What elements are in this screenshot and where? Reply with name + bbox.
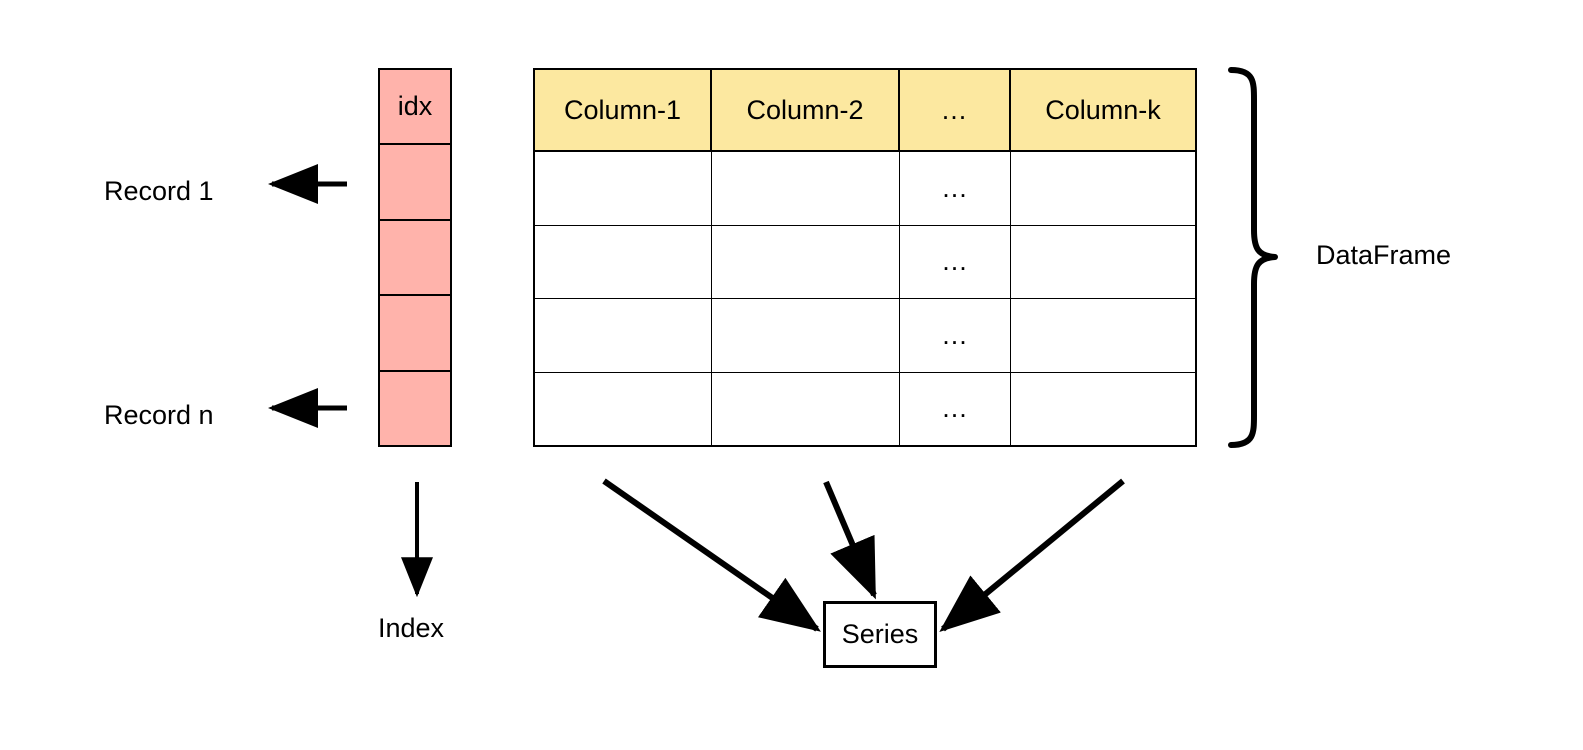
index-cell [380,145,450,221]
table-cell [1011,152,1195,225]
table-row: ... [535,372,1195,446]
table-cell [1011,226,1195,299]
table-cell-ellipsis: ... [900,225,1011,298]
index-cell [380,220,450,297]
index-cell [380,296,450,372]
table-row: ... [535,225,1195,299]
series-arrow-left [602,478,821,632]
table-cell-ellipsis: ... [900,152,1011,225]
table-cell [1011,299,1195,372]
table-cell [535,299,712,372]
table-cell [712,372,900,445]
series-label: Series [841,619,919,649]
table-cell [712,152,900,225]
table-cell [535,152,712,225]
table-cell [1011,373,1195,446]
series-arrow-middle [823,480,877,600]
dataframe-label: DataFrame [1316,240,1452,270]
record-last-label: Record n [104,400,214,430]
table-cell-ellipsis: ... [900,372,1011,445]
index-column: idx [378,68,452,447]
dataframe-brace [1228,67,1278,448]
table-cell-ellipsis: ... [900,299,1011,372]
series-arrow-right [939,478,1125,633]
table-cell [535,372,712,445]
column-header-k: Column-k [1011,70,1195,150]
index-label: Index [378,613,445,643]
table-cell [535,225,712,298]
table-cell [712,299,900,372]
index-cell [380,371,450,446]
table-header-row: Column-1 Column-2 ... Column-k [535,70,1195,152]
table-row: ... [535,299,1195,373]
column-header-2: Column-2 [712,70,900,150]
table-row: ... [535,152,1195,226]
series-box: Series [823,601,937,668]
record-first-label: Record 1 [104,176,214,206]
index-column-header: idx [380,70,450,146]
table-cell [712,225,900,298]
dataframe-table: Column-1 Column-2 ... Column-k ... ... .… [533,68,1197,447]
column-header-1: Column-1 [535,70,712,150]
column-header-ellipsis: ... [900,70,1011,150]
